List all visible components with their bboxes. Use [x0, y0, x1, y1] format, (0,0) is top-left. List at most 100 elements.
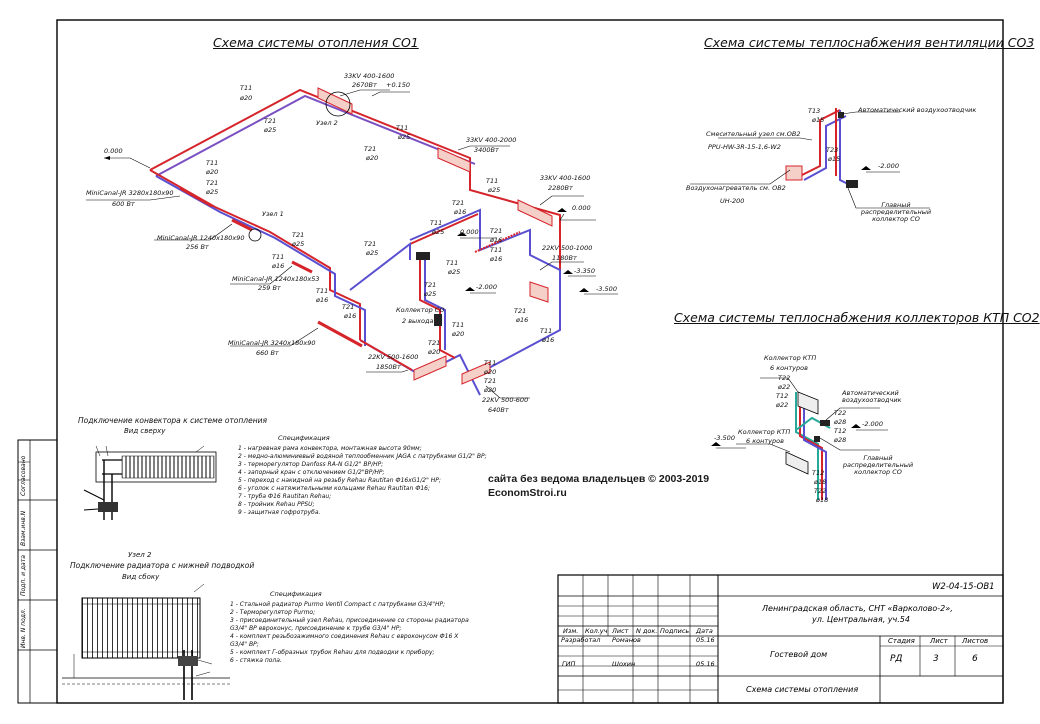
spec-item: 1 - нагревная рама конвектора, монтажная… — [238, 445, 422, 452]
convector-power: 660 Вт — [256, 349, 279, 357]
co2-title: Схема системы теплоснабжения коллекторов… — [674, 310, 1040, 325]
pipe-tag: T11 — [272, 253, 285, 261]
pipe-tag: T11 — [452, 321, 465, 329]
spec-item: 5 - комплект Г-образных трубок Rehau для… — [230, 649, 435, 656]
radiator-label: 22KV 500-1600 — [368, 353, 419, 361]
pipe-tag: T11 — [486, 177, 499, 185]
co2-pipework — [795, 392, 831, 500]
level-mark: -2.000 — [862, 420, 883, 428]
radiator-label: 22KV 500-600 — [482, 396, 529, 404]
level-mark: -3.350 — [574, 267, 595, 275]
pipe-diameter: ø16 — [454, 208, 467, 216]
pipe-tag: T21 — [364, 145, 377, 153]
level-mark: -2.000 — [476, 283, 497, 291]
pipe-diameter: ø16 — [316, 296, 329, 304]
radiator-power: 2280Вт — [548, 184, 573, 192]
pipe-tag: T12 — [776, 392, 789, 400]
radiator-power: 640Вт — [488, 406, 509, 414]
pipe-tag: T21 — [264, 117, 277, 125]
sheet-value: 3 — [933, 654, 939, 664]
watermark-line1: сайта без ведома владельцев © 2003-2019 — [488, 473, 710, 485]
pipe-diameter: ø20 — [484, 368, 497, 376]
mix-node-model: PPU-HW-3R-15-1,6-W2 — [708, 143, 781, 151]
col-header-sheet: Лист — [612, 627, 629, 635]
pipe-diameter: ø16 — [272, 262, 285, 270]
side-stamp-label: Взам.инв.N — [20, 510, 27, 546]
level-mark: -3.500 — [714, 434, 735, 442]
stage-header: Стадия — [888, 637, 915, 645]
spec-item: 3 - присоединительный узел Rehau, присое… — [230, 617, 469, 632]
sheets-header: Листов — [962, 637, 989, 645]
ktp-collector-label: Коллектор КТП — [738, 428, 791, 436]
radiator-label: 33KV 400-2000 — [466, 136, 517, 144]
convector-detail-subtitle: Вид сверху — [124, 427, 166, 435]
pipe-tag: T11 — [240, 84, 253, 92]
spec-item: 4 - комплект резьбозажимного соединения … — [230, 633, 459, 648]
co1-collector — [416, 252, 442, 326]
col-header-doc: N док. — [636, 627, 658, 635]
object-name: Гостевой дом — [770, 650, 828, 659]
radiator-power: 3400Вт — [474, 146, 499, 154]
pipe-diameter: ø20 — [240, 94, 253, 102]
sheet-header: Лист — [930, 637, 948, 645]
pipe-diameter: ø25 — [292, 240, 305, 248]
spec-item: 5 - переход с накидной на резьбу Rehau R… — [238, 477, 441, 484]
node-label: Узел 1 — [262, 210, 284, 218]
convector-power: 600 Вт — [112, 200, 135, 208]
drawing-code: W2-04-15-ОВ1 — [932, 582, 995, 592]
main-collector-label: Главный распределительный коллектор СО — [842, 454, 914, 476]
heater-model: UH-200 — [720, 197, 745, 205]
name-chief: Шохин — [612, 660, 636, 668]
convector-spec-title: Спецификация — [278, 434, 330, 442]
collector-label: Коллектор СО — [396, 306, 445, 314]
spec-item: 9 - защитная гофротруба. — [238, 509, 321, 516]
pipe-tag: T21 — [428, 339, 441, 347]
co2-collectors — [785, 391, 830, 475]
watermark-line2: EconomStroi.ru — [488, 487, 567, 499]
ktp-collector-sub: 6 контуров — [770, 364, 808, 372]
radiator-detail-drawing — [62, 583, 230, 700]
role-developer: Разработал — [561, 636, 601, 644]
pipe-tag: T21 — [206, 179, 219, 187]
pipe-tag: T11 — [484, 359, 497, 367]
level-mark: 0.000 — [460, 228, 479, 236]
pipe-diameter: ø18 — [814, 478, 827, 486]
pipe-diameter: ø16 — [344, 312, 357, 320]
spec-item: 2 - Терморегулятор Purmo; — [230, 609, 316, 616]
radiator-detail-title: Подключение радиатора с нижней подводкой — [70, 561, 255, 570]
convector-power: 259 Вт — [258, 284, 281, 292]
pipe-diameter: ø28 — [834, 418, 847, 426]
auto-vent-label: Автоматический воздухоотводчик — [858, 106, 977, 114]
pipe-diameter: ø16 — [490, 236, 503, 244]
date-developer: 05.16 — [696, 636, 715, 644]
radiator-spec-list: 1 - Стальной радиатор Purmo Ventil Compa… — [230, 601, 474, 665]
collector-sub: 2 выхода — [402, 317, 434, 325]
pipe-diameter: ø15 — [828, 155, 841, 163]
convector-label: MiniCanal-JR 1240х180х90 — [157, 234, 245, 242]
convector-spec-list: 1 - нагревная рама конвектора, монтажная… — [238, 445, 488, 517]
pipe-tag: T11 — [396, 124, 409, 132]
pipe-tag: T11 — [490, 246, 503, 254]
pipe-tag: T22 — [814, 487, 827, 495]
radiator-power: 2670Вт — [352, 81, 377, 89]
pipe-tag: T21 — [484, 377, 497, 385]
convector-power: 256 Вт — [186, 243, 209, 251]
radiator-power: 1180Вт — [552, 254, 577, 262]
address-line2: ул. Центральная, уч.54 — [812, 615, 910, 624]
main-collector-label: Главный распределительный коллектор СО — [860, 201, 932, 223]
radiator-detail-subtitle: Вид сбоку — [122, 573, 160, 581]
pipe-diameter: ø25 — [398, 133, 411, 141]
pipe-tag: T21 — [364, 240, 377, 248]
sheet-title: Схема системы отопления — [746, 685, 859, 694]
side-stamp-label: Подп. и дата — [20, 555, 27, 596]
level-mark: -2.000 — [878, 162, 899, 170]
pipe-diameter: ø20 — [366, 154, 379, 162]
pipe-tag: T12 — [812, 469, 825, 477]
spec-item: 7 - труба Ф16 Rautitan Rehau; — [238, 493, 332, 500]
pipe-diameter: ø16 — [516, 316, 529, 324]
pipe-diameter: ø22 — [778, 383, 791, 391]
radiator-label: 33KV 400-1600 — [344, 72, 395, 80]
pipe-tag: T12 — [834, 427, 847, 435]
pipe-diameter: ø25 — [206, 188, 219, 196]
pipe-tag: T22 — [834, 409, 847, 417]
